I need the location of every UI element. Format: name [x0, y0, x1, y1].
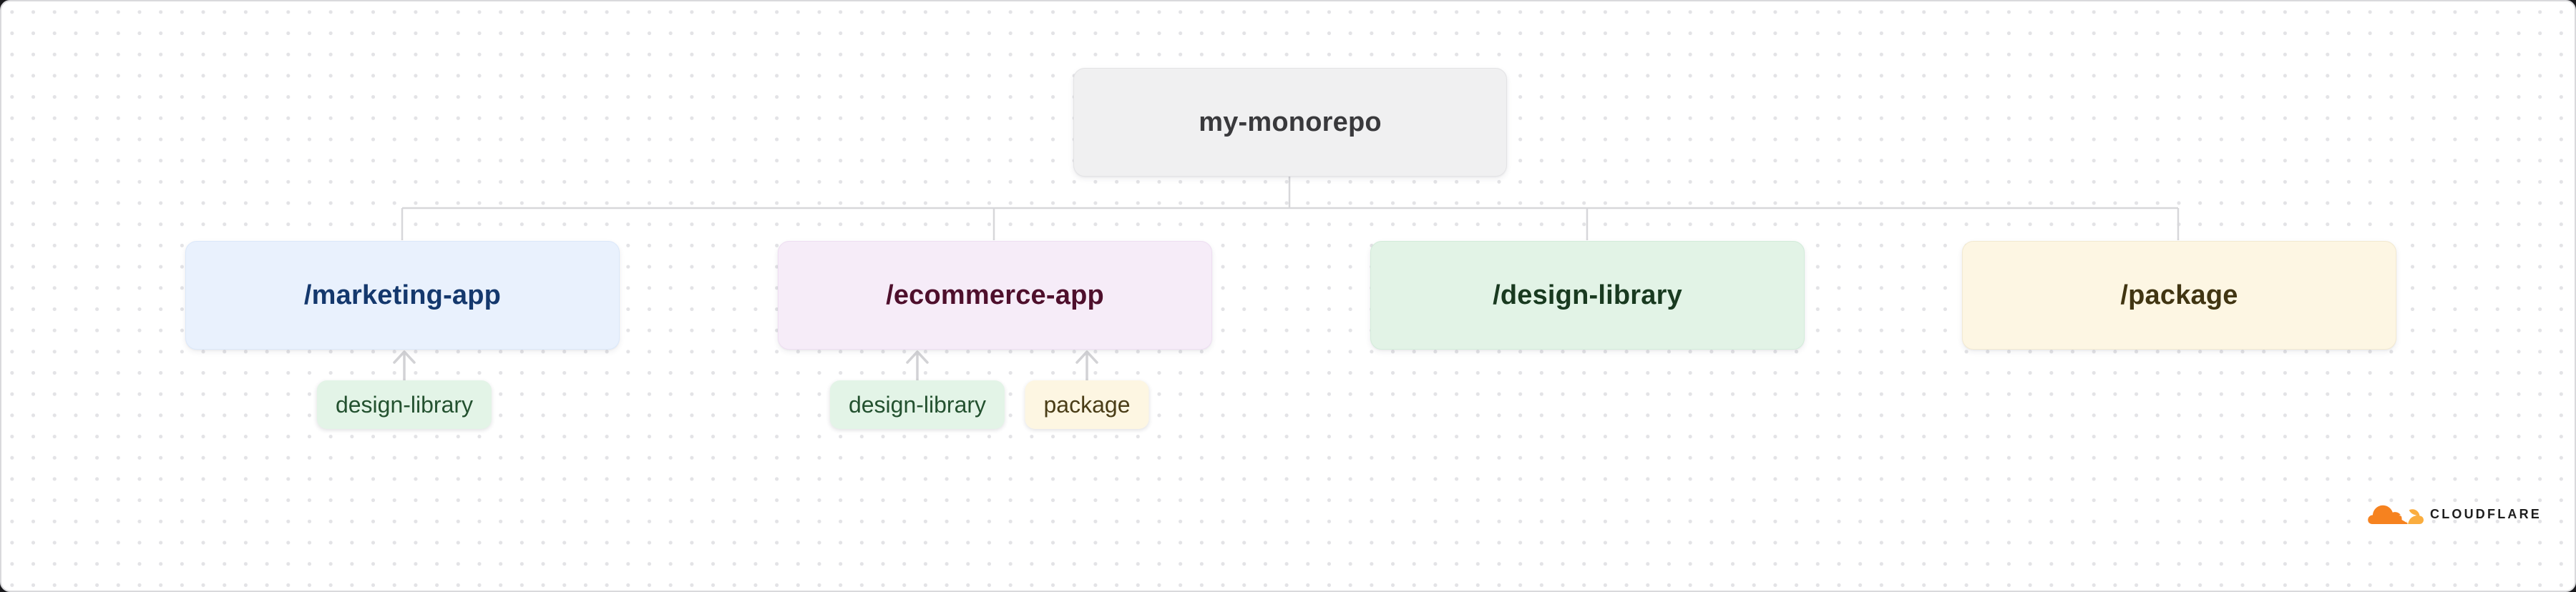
node-package: /package — [1962, 241, 2396, 350]
dependency-tag-label: package — [1043, 392, 1131, 418]
node-design-library: /design-library — [1370, 241, 1805, 350]
node-my-monorepo-label: my-monorepo — [1199, 107, 1382, 137]
dependency-arrow-ecommerce-design-library — [906, 350, 929, 382]
node-marketing-app-label: /marketing-app — [303, 280, 502, 310]
node-design-library-label: /design-library — [1493, 280, 1682, 310]
dependency-tag-label: design-library — [335, 392, 474, 418]
dependency-tag-marketing-design-library: design-library — [316, 380, 492, 429]
node-ecommerce-app-label: /ecommerce-app — [886, 280, 1104, 310]
node-package-label: /package — [2120, 280, 2238, 310]
cloudflare-wordmark: CLOUDFLARE — [2430, 506, 2542, 521]
dependency-tag-ecommerce-design-library: design-library — [829, 380, 1005, 429]
dependency-arrow-ecommerce-package — [1075, 350, 1098, 382]
dependency-arrow-marketing-design-library — [393, 350, 416, 382]
cloudflare-cloud-icon — [2368, 505, 2424, 525]
dependency-tag-ecommerce-package: package — [1025, 380, 1149, 429]
node-marketing-app: /marketing-app — [185, 241, 620, 350]
node-my-monorepo: my-monorepo — [1073, 68, 1507, 177]
cloudflare-logo: CLOUDFLARE — [2366, 497, 2542, 526]
dependency-tag-label: design-library — [848, 392, 987, 418]
node-ecommerce-app: /ecommerce-app — [778, 241, 1212, 350]
